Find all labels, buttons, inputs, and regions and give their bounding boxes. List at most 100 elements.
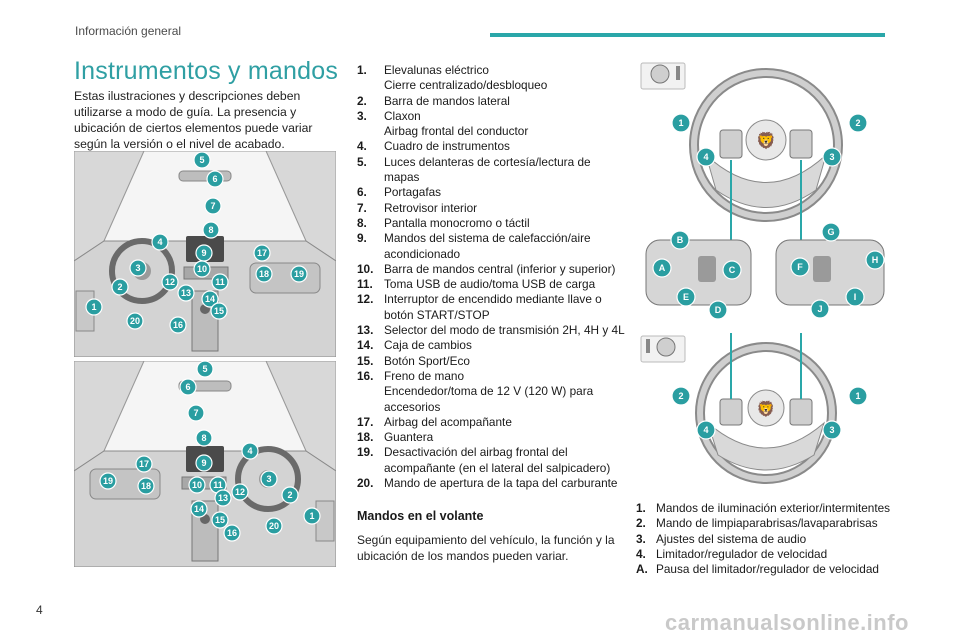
- list-item: 20.Mando de apertura de la tapa del carb…: [357, 476, 618, 491]
- svg-text:G: G: [827, 227, 834, 237]
- svg-text:H: H: [872, 255, 879, 265]
- svg-text:5: 5: [202, 364, 207, 374]
- list-item: 4.Limitador/regulador de velocidad: [636, 546, 828, 561]
- svg-text:20: 20: [269, 521, 279, 531]
- svg-text:15: 15: [215, 515, 225, 525]
- svg-text:A: A: [659, 263, 666, 273]
- svg-text:E: E: [683, 292, 689, 302]
- list-item: 2.Barra de mandos lateral: [357, 93, 510, 108]
- list-item: 7.Retrovisor interior: [357, 200, 478, 215]
- svg-text:2: 2: [117, 282, 122, 292]
- svg-text:19: 19: [103, 476, 113, 486]
- list-item: 1.Mandos de iluminación exterior/intermi…: [636, 501, 891, 515]
- page-number: 4: [36, 603, 43, 617]
- list-item: A.Pausa del limitador/regulador de veloc…: [636, 562, 879, 577]
- svg-text:3: 3: [829, 152, 834, 162]
- svg-text:4: 4: [703, 425, 708, 435]
- list-item: 12.Interruptor de encendido mediante lla…: [357, 292, 602, 322]
- svg-text:11: 11: [213, 480, 223, 490]
- svg-text:9: 9: [201, 458, 206, 468]
- svg-text:14: 14: [194, 504, 204, 514]
- intro-paragraph: Estas ilustraciones y descripciones debe…: [74, 89, 313, 151]
- steering-wheel-diagram-lhd: 🦁 1 2 4 3 B A C E D G F H I J: [636, 60, 896, 330]
- list-item: 17.Airbag del acompañante: [357, 414, 512, 429]
- steering-heading: Mandos en el volante: [357, 509, 484, 523]
- svg-text:12: 12: [165, 277, 175, 287]
- list-item: 18.Guantera: [357, 430, 434, 445]
- list-item: 6.Portagafas: [357, 185, 442, 200]
- svg-text:7: 7: [193, 408, 198, 418]
- svg-text:2: 2: [855, 118, 860, 128]
- running-header: Información general: [75, 24, 182, 38]
- svg-text:6: 6: [212, 174, 217, 184]
- list-item: 15.Botón Sport/Eco: [357, 353, 470, 368]
- svg-text:20: 20: [130, 316, 140, 326]
- svg-text:F: F: [797, 262, 803, 272]
- svg-text:19: 19: [294, 269, 304, 279]
- svg-text:7: 7: [210, 201, 215, 211]
- list-item: 10.Barra de mandos central (inferior y s…: [357, 261, 616, 276]
- list-item: 8.Pantalla monocromo o táctil: [357, 215, 530, 230]
- svg-text:D: D: [715, 305, 722, 315]
- svg-text:11: 11: [215, 277, 225, 287]
- svg-text:2: 2: [287, 490, 292, 500]
- svg-text:B: B: [677, 235, 684, 245]
- dashboard-illustration-rhd: 5 6 7 8 4 9 3 10 11 17 18 19 12 13 14 15 2 1 20 16: [74, 361, 336, 567]
- svg-text:3: 3: [266, 474, 271, 484]
- svg-text:4: 4: [247, 446, 252, 456]
- svg-text:8: 8: [208, 225, 213, 235]
- svg-text:1: 1: [678, 118, 683, 128]
- svg-text:10: 10: [192, 480, 202, 490]
- list-item: 2.Mando de limpiaparabrisas/lavaparabris…: [636, 516, 878, 531]
- svg-text:1: 1: [855, 391, 860, 401]
- svg-text:18: 18: [141, 481, 151, 491]
- svg-text:1: 1: [309, 511, 314, 521]
- svg-text:16: 16: [227, 528, 237, 538]
- svg-text:13: 13: [218, 493, 228, 503]
- list-item: 5.Luces delanteras de cortesía/lectura d…: [357, 154, 591, 185]
- lhd-wheel-icon: [640, 62, 686, 90]
- svg-text:3: 3: [135, 263, 140, 273]
- svg-text:I: I: [854, 292, 857, 302]
- svg-text:12: 12: [235, 487, 245, 497]
- header-accent-bar: [490, 33, 885, 37]
- list-item: 13.Selector del modo de transmisión 2H, …: [357, 323, 625, 338]
- svg-text:18: 18: [259, 269, 269, 279]
- svg-text:5: 5: [199, 155, 204, 165]
- svg-text:4: 4: [703, 152, 708, 162]
- list-item: 19.Desactivación del airbag frontal del …: [357, 445, 611, 475]
- svg-text:2: 2: [678, 391, 683, 401]
- svg-text:🦁: 🦁: [757, 400, 776, 418]
- steering-controls-list: 1.Mandos de iluminación exterior/intermi…: [636, 501, 896, 577]
- steering-paragraph: Según equipamiento del vehículo, la func…: [357, 533, 615, 563]
- list-item: 14.Caja de cambios: [357, 338, 472, 353]
- callout-badges-rhd: 5 6 7 8 4 9 3 10 11 17 18 19 12 13 14 15 2 1 20 16: [99, 361, 321, 542]
- svg-text:C: C: [729, 265, 736, 275]
- list-item: 9.Mandos del sistema de calefacción/aire…: [357, 231, 591, 261]
- svg-text:8: 8: [201, 433, 206, 443]
- rhd-wheel-icon: [640, 335, 686, 363]
- svg-text:6: 6: [185, 382, 190, 392]
- svg-text:13: 13: [181, 288, 191, 298]
- svg-text:17: 17: [139, 459, 149, 469]
- list-item: 11.Toma USB de audio/toma USB de carga: [357, 277, 596, 292]
- svg-text:🦁: 🦁: [756, 131, 776, 150]
- svg-text:3: 3: [829, 425, 834, 435]
- list-item: 4.Cuadro de instrumentos: [357, 139, 510, 154]
- steering-wheel-diagram-rhd: 🦁 2 1 4 3: [636, 333, 896, 493]
- watermark: carmanualsonline.info: [665, 610, 909, 635]
- list-item: 3.Ajustes del sistema de audio: [636, 531, 807, 546]
- svg-text:1: 1: [91, 302, 96, 312]
- svg-text:16: 16: [173, 320, 183, 330]
- svg-text:15: 15: [214, 306, 224, 316]
- svg-text:J: J: [817, 304, 822, 314]
- svg-text:9: 9: [201, 248, 206, 258]
- page-title: Instrumentos y mandos: [74, 57, 339, 85]
- svg-text:14: 14: [205, 294, 215, 304]
